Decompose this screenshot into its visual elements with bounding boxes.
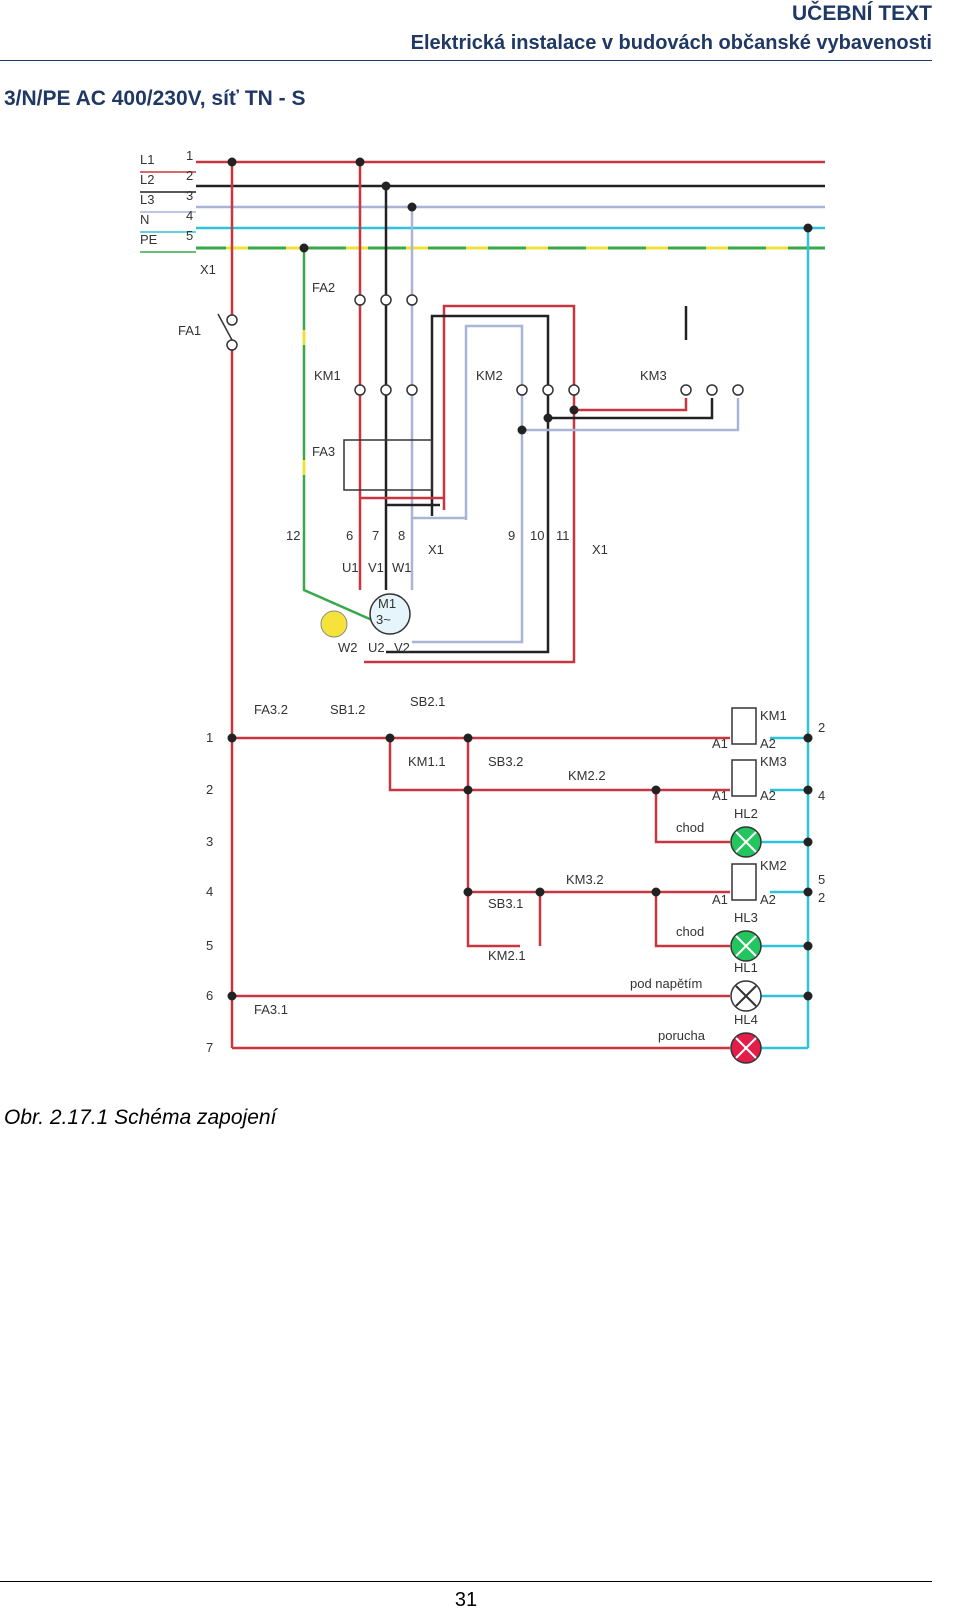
motor-w2: W2 — [338, 640, 358, 655]
coil-a2: A2 — [760, 736, 776, 751]
hl1-label: HL1 — [734, 960, 758, 975]
sb3-1-label: SB3.1 — [488, 896, 523, 911]
motor-type: 3~ — [376, 612, 391, 627]
header-divider — [0, 60, 932, 61]
km1-label: KM1 — [314, 368, 341, 383]
lamp-text-chod-1: chod — [676, 820, 704, 835]
coil-a2-2: A2 — [760, 788, 776, 803]
motor-terminal-9: 9 — [508, 528, 515, 543]
hl3-label: HL3 — [734, 910, 758, 925]
label-l3: L3 — [140, 192, 154, 207]
km2-2-label: KM2.2 — [568, 768, 606, 783]
motor-terminal-8: 8 — [398, 528, 405, 543]
label-l1: L1 — [140, 152, 154, 167]
terminal-block-label-2: X1 — [428, 542, 444, 557]
coil-a2-3: A2 — [760, 892, 776, 907]
page-number: 31 — [454, 1589, 478, 1611]
motor-terminal-7: 7 — [372, 528, 379, 543]
sb1-2-label: SB1.2 — [330, 702, 365, 717]
terminal-block-label: X1 — [200, 262, 216, 277]
coil-km2-label: KM2 — [760, 858, 787, 873]
row-5: 5 — [206, 938, 213, 953]
header-subtitle: Elektrická instalace v budovách občanské… — [410, 32, 932, 54]
terminal-2: 2 — [186, 168, 193, 183]
motor-u1: U1 — [342, 560, 359, 575]
terminal-block-label-3: X1 — [592, 542, 608, 557]
row-3: 3 — [206, 834, 213, 849]
sb2-1-label: SB2.1 — [410, 694, 445, 709]
lamp-text-pod-napetim: pod napětím — [630, 976, 702, 991]
terminal-3: 3 — [186, 188, 193, 203]
row-1: 1 — [206, 730, 213, 745]
motor-name: M1 — [378, 596, 396, 611]
motor-terminal-12: 12 — [286, 528, 300, 543]
km1-1-label: KM1.1 — [408, 754, 446, 769]
lamp-text-porucha: porucha — [658, 1028, 706, 1043]
lamp-text-chod-2: chod — [676, 924, 704, 939]
figure-caption: Obr. 2.17.1 Schéma zapojení — [4, 1106, 277, 1129]
footer-divider — [0, 1581, 932, 1582]
motor-terminal-11: 11 — [556, 528, 570, 543]
motor-terminal-10: 10 — [530, 528, 544, 543]
supply-label: 3/N/PE AC 400/230V, síť TN - S — [4, 87, 306, 110]
fa2-label: FA2 — [312, 280, 335, 295]
motor-w1: W1 — [392, 560, 412, 575]
row-7: 7 — [206, 1040, 213, 1055]
motor-v2: V2 — [394, 640, 410, 655]
side-ref-4: 2 — [818, 890, 825, 905]
row-2: 2 — [206, 782, 213, 797]
km2-label: KM2 — [476, 368, 503, 383]
pe-ground-icon — [320, 610, 348, 638]
coil-a1: A1 — [712, 736, 728, 751]
row-6: 6 — [206, 988, 213, 1003]
motor-terminal-6: 6 — [346, 528, 353, 543]
km2-1-label: KM2.1 — [488, 948, 526, 963]
terminal-4: 4 — [186, 208, 193, 223]
motor-u2: U2 — [368, 640, 385, 655]
terminal-5: 5 — [186, 228, 193, 243]
side-ref-1: 2 — [818, 720, 825, 735]
hl4-label: HL4 — [734, 1012, 758, 1027]
coil-a1-2: A1 — [712, 788, 728, 803]
coil-km1-label: KM1 — [760, 708, 787, 723]
terminal-1: 1 — [186, 148, 193, 163]
row-4: 4 — [206, 884, 213, 899]
sb3-2-label: SB3.2 — [488, 754, 523, 769]
fa3-1-label: FA3.1 — [254, 1002, 288, 1017]
hl2-label: HL2 — [734, 806, 758, 821]
fa3-label: FA3 — [312, 444, 335, 459]
coil-a1-3: A1 — [712, 892, 728, 907]
coil-km3-label: KM3 — [760, 754, 787, 769]
side-ref-3: 5 — [818, 872, 825, 887]
km3-label: KM3 — [640, 368, 667, 383]
fa1-label: FA1 — [178, 323, 201, 338]
motor-v1: V1 — [368, 560, 384, 575]
km3-2-label: KM3.2 — [566, 872, 604, 887]
label-l2: L2 — [140, 172, 154, 187]
header-title: UČEBNÍ TEXT — [791, 2, 932, 25]
fa3-2-label: FA3.2 — [254, 702, 288, 717]
label-n: N — [140, 212, 149, 227]
label-pe: PE — [140, 232, 158, 247]
side-ref-2: 4 — [818, 788, 825, 803]
